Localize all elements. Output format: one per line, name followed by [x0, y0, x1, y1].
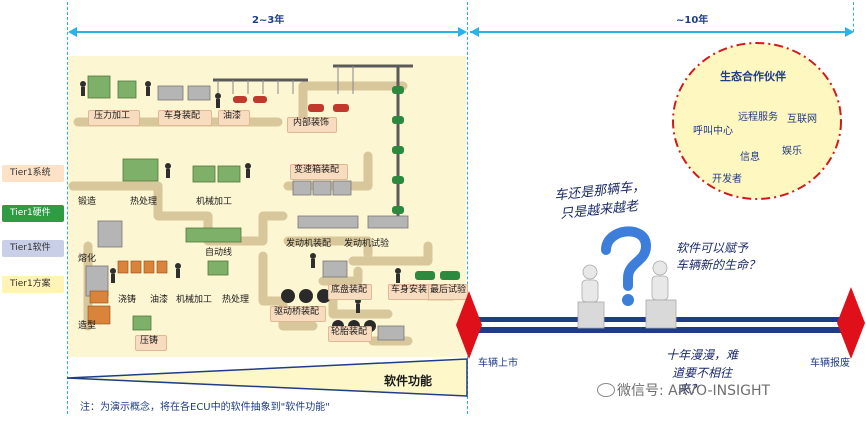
ecosystem-item-internet: 互联网 — [787, 114, 817, 125]
label-interior: 内部装饰 — [293, 118, 330, 128]
label-box-press — [88, 110, 140, 126]
label-machining-top: 机械加工 — [196, 197, 233, 207]
dimension-tick-mid — [467, 2, 468, 414]
label-paint-mid: 油漆 — [150, 295, 169, 305]
handwriting-software-life-line1: 软件可以赋予 — [676, 241, 749, 255]
dimension-line-right — [470, 31, 850, 33]
dimension-tick-right — [853, 2, 854, 32]
dimension-line-left — [70, 31, 464, 33]
arrowhead-right — [845, 27, 854, 37]
launch-label: 车辆上市 — [478, 358, 518, 369]
label-axle-assembly: 驱动桥装配 — [274, 307, 320, 317]
phase-label-10-years: ~10年 — [676, 15, 709, 26]
scrap-label: 车辆报废 — [810, 358, 850, 369]
label-box-tire — [328, 326, 372, 342]
arrowhead-mid-left — [458, 27, 467, 37]
watermark-text: 微信号: ARVO-INSIGHT — [617, 383, 771, 399]
label-body-mount: 车身安装 — [391, 285, 428, 295]
label-box-gearbox — [290, 164, 348, 180]
handwriting-software-life-line2: 车辆新的生命？ — [676, 258, 761, 272]
scrap-marker-diamond — [837, 287, 865, 359]
arrowhead-mid-right — [470, 27, 479, 37]
label-pouring: 浇铸 — [118, 295, 137, 305]
handwriting-decade-line1: 十年漫漫，难 — [666, 348, 739, 362]
label-paint-top: 油漆 — [223, 111, 242, 121]
label-gearbox-assembly: 变速箱装配 — [294, 165, 340, 175]
label-box-paint-top — [218, 110, 250, 126]
ecosystem-item-entertainment: 娱乐 — [782, 146, 802, 157]
ecosystem-item-call-center: 呼叫中心 — [693, 126, 733, 137]
handwriting-decade-line2: 道要不相往 — [672, 366, 733, 380]
label-molding: 造型 — [78, 321, 97, 331]
arrowhead-left — [68, 27, 77, 37]
label-box-interior — [287, 117, 337, 133]
launch-marker-diamond — [456, 291, 482, 359]
tier-label-software: Tier1软件 — [2, 240, 64, 257]
label-engine-test: 发动机试验 — [344, 239, 390, 249]
phase-label-2-3-years: 2~3年 — [252, 15, 285, 26]
factory-conveyor-paths — [68, 64, 460, 346]
label-box-body — [158, 110, 212, 126]
label-forging: 锻造 — [78, 197, 97, 207]
ecosystem-item-remote-service: 远程服务 — [738, 112, 778, 123]
handwriting-decade-line3: 来？ — [678, 382, 703, 396]
label-heat-treat-mid: 热处理 — [222, 295, 250, 305]
label-heat-treat-top: 热处理 — [130, 197, 158, 207]
label-chassis-assembly: 底盘装配 — [331, 285, 368, 295]
ecosystem-circle — [672, 42, 842, 200]
label-body-assembly: 车身装配 — [164, 111, 201, 121]
label-press-working: 压力加工 — [94, 111, 131, 121]
ecosystem-item-information: 信息 — [740, 152, 760, 163]
software-function-wedge — [66, 358, 468, 397]
label-auto-line: 自动线 — [205, 248, 233, 258]
dimension-tick-left — [67, 2, 68, 414]
label-final-test: 最后试验 — [430, 285, 467, 295]
label-box-final-test — [428, 284, 468, 300]
tier-label-solution: Tier1方案 — [2, 276, 64, 293]
software-function-label: 软件功能 — [384, 374, 433, 388]
tier-label-system: Tier1系统 — [2, 165, 64, 182]
ecosystem-item-developer: 开发者 — [712, 174, 742, 185]
footnote-text: 注：为演示概念，将在各ECU中的软件抽象到"软件功能" — [80, 402, 330, 413]
wechat-icon — [597, 383, 615, 397]
ecosystem-title: 生态合作伙伴 — [720, 70, 786, 83]
tier-label-hardware: Tier1硬件 — [2, 205, 64, 222]
label-box-chassis — [328, 284, 372, 300]
label-melting: 熔化 — [78, 254, 97, 264]
label-machining-mid: 机械加工 — [176, 295, 213, 305]
label-die-casting: 压铸 — [140, 336, 159, 346]
thinking-figures-illustration — [577, 226, 677, 329]
label-box-die-casting — [135, 335, 167, 351]
label-box-axle — [270, 306, 326, 322]
label-tire-assembly: 轮胎装配 — [331, 327, 368, 337]
label-engine-assembly: 发动机装配 — [286, 239, 332, 249]
